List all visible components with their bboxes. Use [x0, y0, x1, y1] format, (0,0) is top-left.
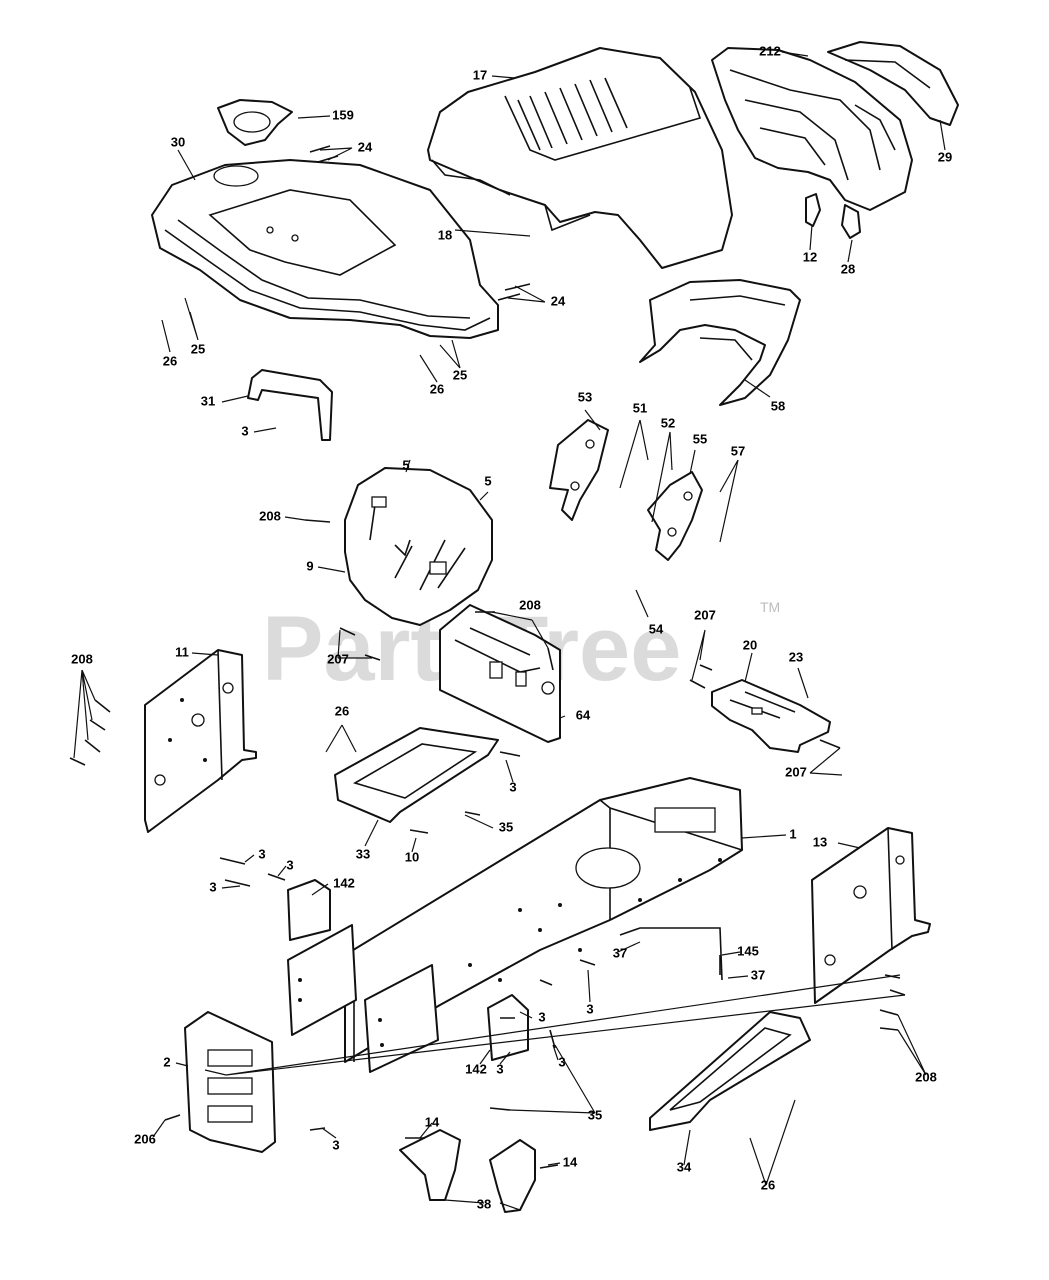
callout-35a: 35 — [499, 819, 513, 834]
callout-54: 54 — [649, 621, 664, 636]
callout-18: 18 — [438, 227, 452, 242]
callout-3h: 3 — [558, 1054, 565, 1069]
callout-208c: 208 — [71, 651, 93, 666]
callout-23: 23 — [789, 649, 803, 664]
part-frame-side-plate — [287, 924, 439, 1073]
part-dash-panel — [344, 467, 493, 626]
part-fuel-cap — [217, 99, 293, 146]
callout-207c: 207 — [785, 764, 807, 779]
watermark-trademark: TM — [760, 599, 780, 615]
callout-26b: 26 — [430, 381, 444, 396]
callout-24b: 24 — [551, 293, 566, 308]
callout-53: 53 — [578, 389, 592, 404]
callout-3c: 3 — [258, 846, 265, 861]
callout-26d: 26 — [761, 1177, 775, 1192]
callout-14a: 14 — [425, 1114, 440, 1129]
callout-2: 2 — [163, 1054, 170, 1069]
callout-55: 55 — [693, 431, 707, 446]
callout-3d: 3 — [286, 857, 293, 872]
callout-212: 212 — [759, 43, 781, 58]
callout-5b: 5 — [484, 473, 491, 488]
part-bracket-28 — [841, 204, 861, 239]
callout-57: 57 — [731, 443, 745, 458]
callout-12: 12 — [803, 249, 817, 264]
leader-lines — [73, 51, 946, 1211]
callout-35b: 35 — [588, 1107, 602, 1122]
callout-3e: 3 — [209, 879, 216, 894]
callout-1: 1 — [789, 826, 796, 841]
callout-208b: 208 — [519, 597, 541, 612]
callout-25b: 25 — [453, 367, 467, 382]
callout-208d: 208 — [915, 1069, 937, 1084]
part-front-plate-2 — [184, 1011, 276, 1153]
callout-14b: 14 — [563, 1154, 578, 1169]
part-main-frame — [344, 777, 743, 1063]
callout-38: 38 — [477, 1196, 491, 1211]
callout-3f: 3 — [586, 1001, 593, 1016]
part-hood — [427, 47, 733, 269]
callout-51: 51 — [633, 400, 647, 415]
part-rod-145 — [619, 927, 723, 981]
part-bracket-53 — [549, 419, 609, 521]
callout-145: 145 — [737, 943, 759, 958]
callout-159: 159 — [332, 107, 354, 122]
callout-208a: 208 — [259, 508, 281, 523]
callout-142b: 142 — [465, 1061, 487, 1076]
hardware-bolts — [69, 145, 906, 1169]
part-fender — [151, 159, 499, 339]
part-footrest-33 — [334, 727, 499, 823]
part-plate-20 — [711, 679, 831, 753]
part-bracket-38a — [399, 1129, 461, 1201]
callout-3g: 3 — [538, 1009, 545, 1024]
callout-58: 58 — [771, 398, 785, 413]
callout-17: 17 — [473, 67, 487, 82]
callout-13: 13 — [813, 834, 827, 849]
callout-207b: 207 — [694, 607, 716, 622]
callout-206: 206 — [134, 1131, 156, 1146]
callout-29: 29 — [938, 149, 952, 164]
callout-26a: 26 — [163, 353, 177, 368]
callout-5a: 5 — [402, 457, 409, 472]
part-side-plate-11 — [144, 649, 257, 833]
callout-10: 10 — [405, 849, 419, 864]
part-bracket-31 — [247, 369, 333, 441]
callout-30: 30 — [171, 134, 185, 149]
callout-37b: 37 — [751, 967, 765, 982]
callout-11: 11 — [175, 644, 189, 659]
part-bracket-142a — [287, 879, 331, 941]
callout-3b: 3 — [509, 779, 516, 794]
callout-64: 64 — [576, 707, 591, 722]
part-clip — [805, 193, 821, 227]
part-side-plate-13 — [811, 827, 931, 1004]
part-footrest-34 — [649, 1011, 811, 1131]
callout-3i: 3 — [496, 1061, 503, 1076]
callout-24a: 24 — [358, 139, 373, 154]
callout-31: 31 — [201, 393, 215, 408]
callout-33: 33 — [356, 846, 370, 861]
part-bracket-55 — [647, 471, 703, 561]
callout-28: 28 — [841, 261, 855, 276]
callout-9: 9 — [306, 558, 313, 573]
callout-3a: 3 — [241, 423, 248, 438]
part-shield — [639, 279, 801, 406]
callout-142a: 142 — [333, 875, 355, 890]
callout-26c: 26 — [335, 703, 349, 718]
callout-20: 20 — [743, 637, 757, 652]
callout-207a: 207 — [327, 651, 349, 666]
part-grille — [711, 41, 959, 211]
part-bracket-38b — [489, 1139, 536, 1213]
callout-3j: 3 — [332, 1137, 339, 1152]
part-bracket-64 — [439, 604, 561, 743]
callout-37a: 37 — [613, 945, 627, 960]
callout-52: 52 — [661, 415, 675, 430]
callout-34: 34 — [677, 1159, 692, 1174]
part-bracket-142b — [487, 994, 529, 1061]
callout-25a: 25 — [191, 341, 205, 356]
